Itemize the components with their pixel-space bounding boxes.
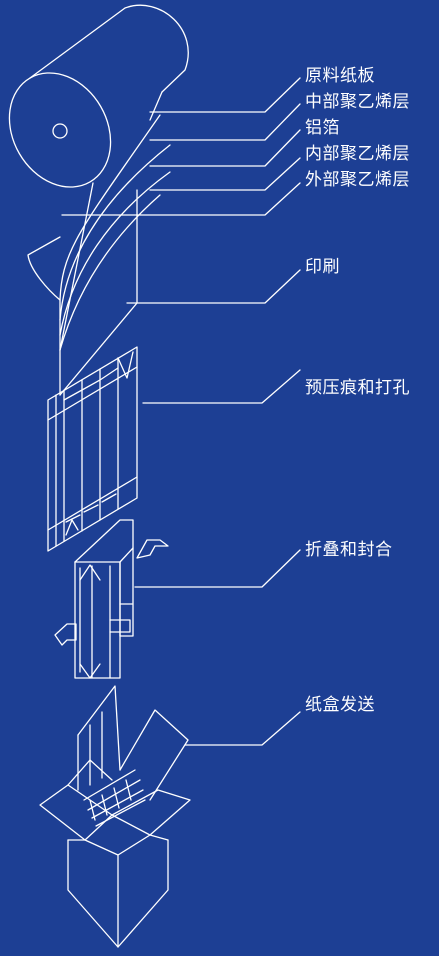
label-outer-polyethylene: 外部聚乙烯层 bbox=[305, 170, 410, 190]
label-folding-sealing: 折叠和封合 bbox=[305, 540, 393, 560]
label-inner-polyethylene: 内部聚乙烯层 bbox=[305, 144, 410, 164]
paperboard-roll bbox=[8, 4, 189, 351]
fold-arrow-left-icon bbox=[54, 623, 77, 646]
label-pre-creasing-punching: 预压痕和打孔 bbox=[305, 378, 410, 398]
label-base-paperboard: 原料纸板 bbox=[305, 66, 375, 86]
fold-arrow-right-icon bbox=[136, 539, 169, 559]
label-middle-polyethylene: 中部聚乙烯层 bbox=[305, 92, 410, 112]
leader-lines bbox=[61, 77, 301, 746]
roll-core-icon bbox=[52, 123, 68, 139]
laminate-layers bbox=[27, 114, 171, 396]
label-carton-shipping: 纸盒发送 bbox=[305, 695, 375, 715]
shipping-box bbox=[39, 685, 191, 948]
label-printing: 印刷 bbox=[305, 257, 340, 277]
creased-blank bbox=[47, 346, 138, 552]
folded-carton bbox=[74, 519, 134, 679]
label-aluminum-foil: 铝箔 bbox=[305, 118, 340, 138]
